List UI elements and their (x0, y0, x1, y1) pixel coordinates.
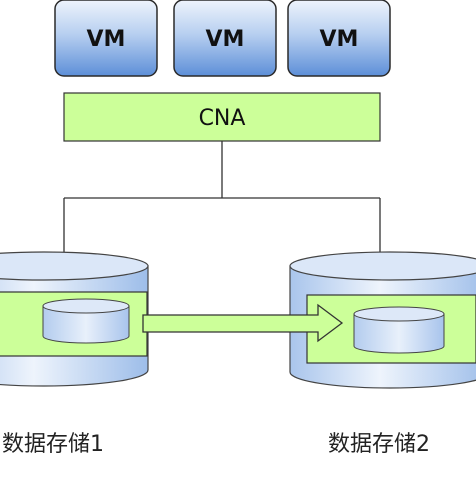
vm-disk-1 (42, 298, 130, 344)
vm-box-1: VM (54, 0, 158, 77)
vm-label-2: VM (206, 27, 245, 52)
vm-label-1: VM (87, 27, 126, 52)
vm-disk-2 (353, 306, 445, 354)
vm-box-3: VM (287, 0, 391, 77)
vm-box-2: VM (173, 0, 277, 77)
migration-arrow (142, 303, 344, 343)
cna-label: CNA (199, 106, 246, 131)
vm-label-3: VM (320, 27, 359, 52)
storage-label-1: 数据存储1 (2, 432, 104, 457)
cna-box: CNA (63, 92, 381, 142)
connector-lines (63, 141, 381, 264)
storage-label-2: 数据存储2 (328, 432, 430, 457)
